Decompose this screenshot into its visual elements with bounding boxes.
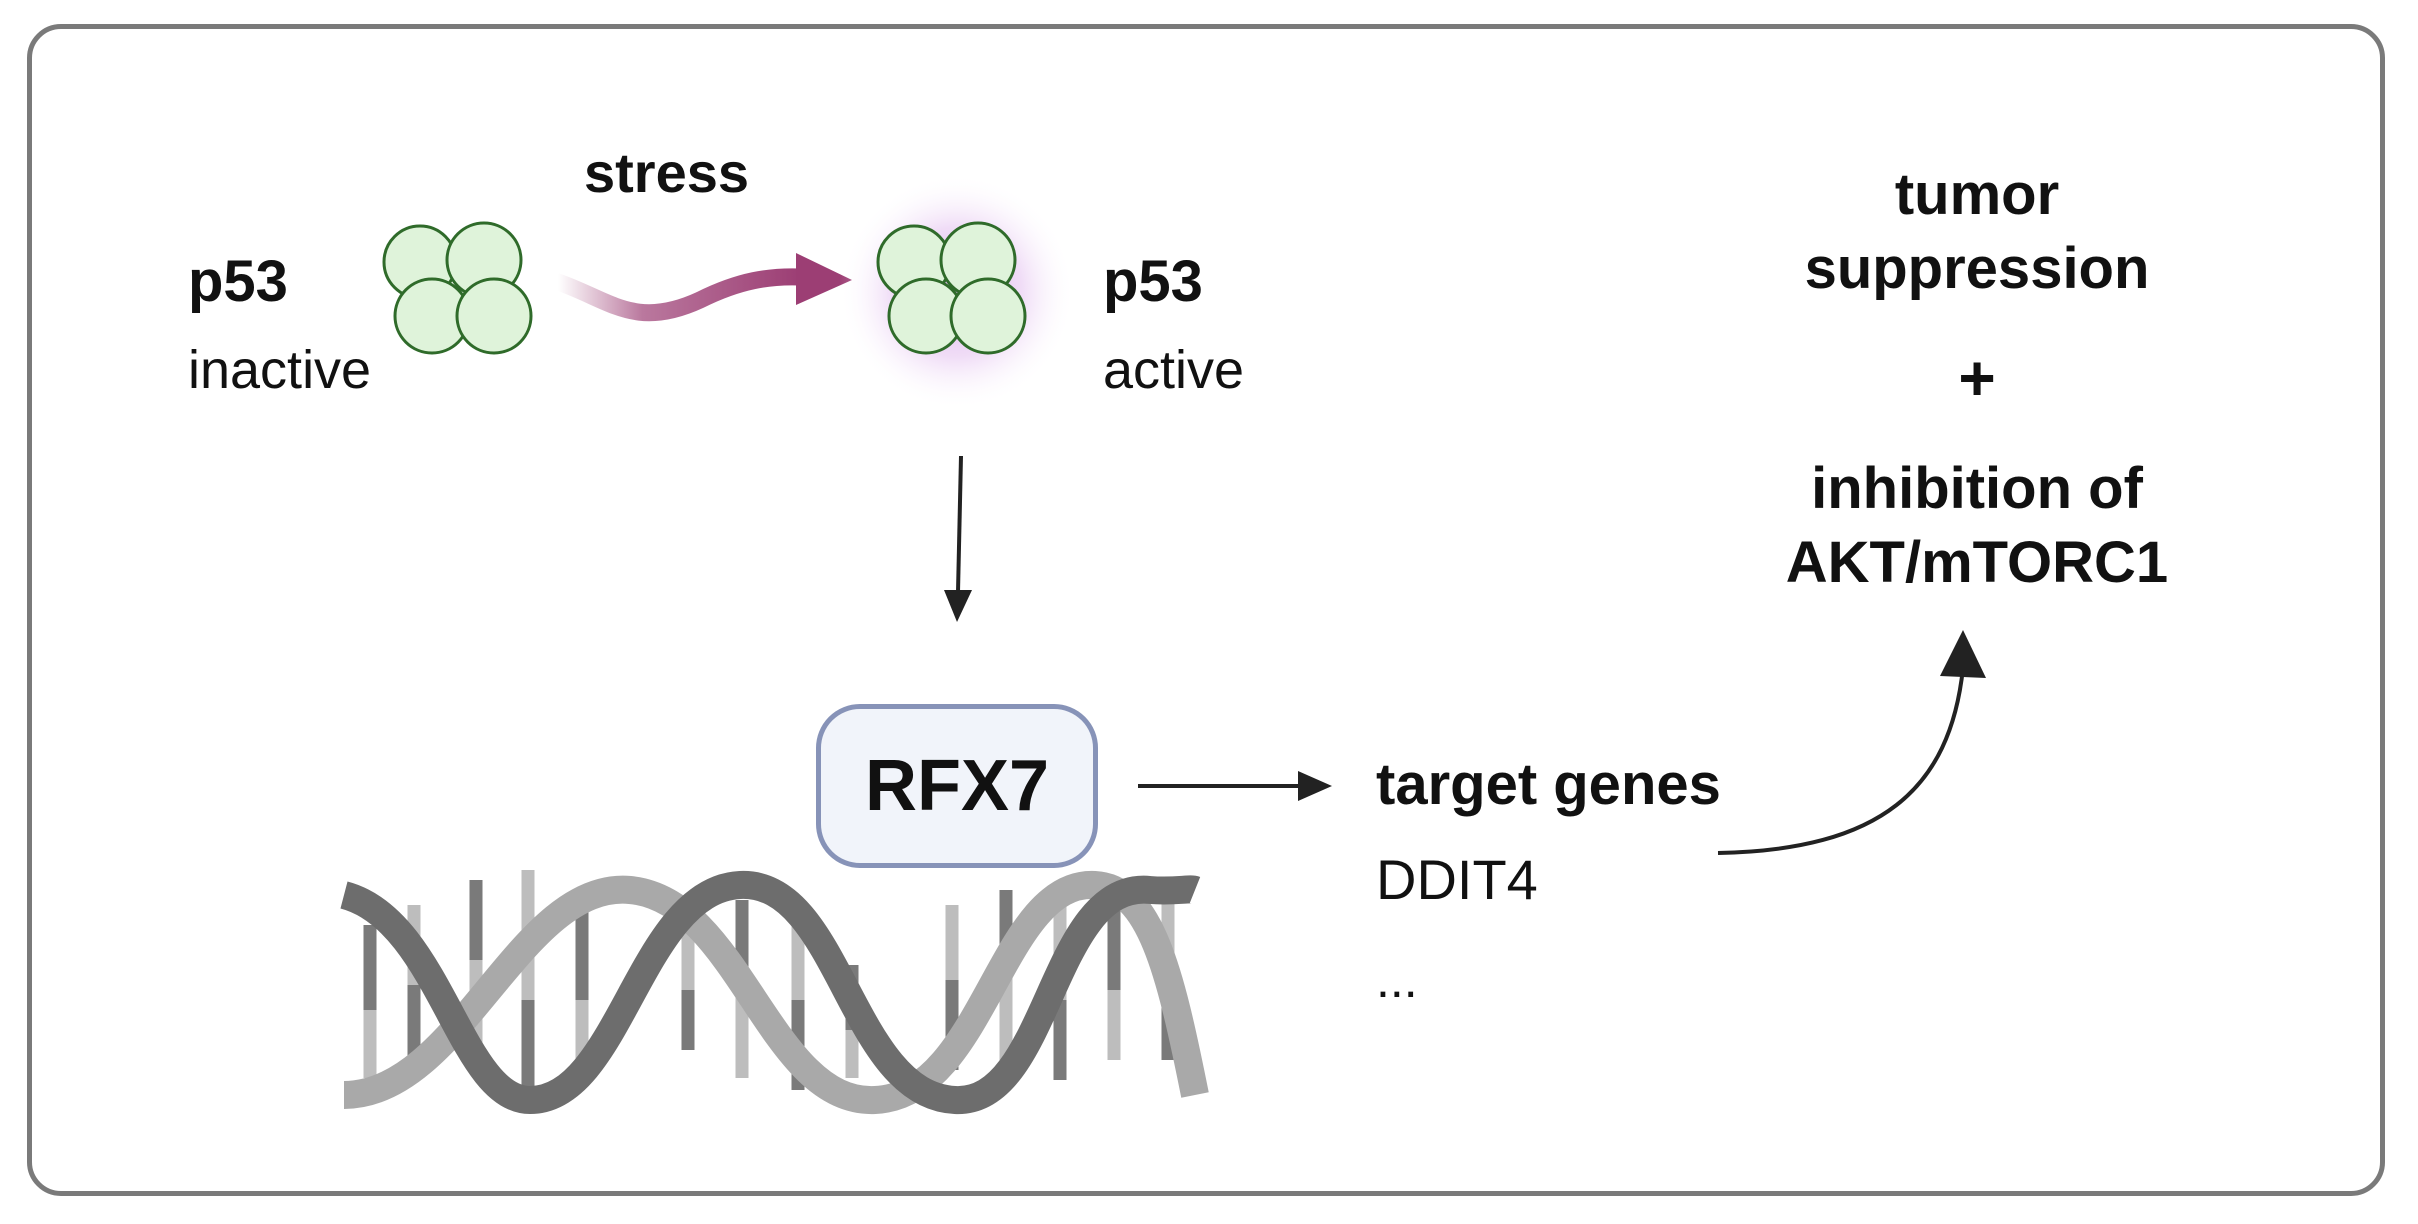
stress-label: stress bbox=[584, 141, 750, 204]
p53-active-label: p53 bbox=[1103, 249, 1203, 314]
ddit4-label: DDIT4 bbox=[1376, 848, 1538, 911]
activation-arrow bbox=[944, 455, 972, 622]
targets-to-outcome-arrow bbox=[1717, 630, 1986, 855]
p53-tetramer-active-icon bbox=[876, 221, 1027, 355]
tumor-label: tumor bbox=[1894, 162, 2060, 227]
plus-sign: + bbox=[1958, 342, 1996, 414]
active-state-label: active bbox=[1103, 340, 1245, 400]
rfx7-box: RFX7 bbox=[816, 704, 1098, 868]
stress-arrow bbox=[549, 253, 852, 322]
suppression-label: suppression bbox=[1804, 236, 2150, 301]
p53-inactive-label: p53 bbox=[188, 249, 288, 314]
akt-mtorc1-label: AKT/mTORC1 bbox=[1785, 530, 2169, 595]
target-genes-label: target genes bbox=[1376, 752, 1721, 817]
more-genes-ellipsis: ... bbox=[1376, 952, 1418, 1008]
p53-tetramer-icon bbox=[382, 221, 533, 355]
dna-double-helix-icon bbox=[339, 870, 1209, 1115]
inactive-state-label: inactive bbox=[188, 340, 372, 400]
rfx7-to-targets-arrow bbox=[1138, 771, 1332, 801]
inhibition-of-label: inhibition of bbox=[1811, 456, 2143, 521]
